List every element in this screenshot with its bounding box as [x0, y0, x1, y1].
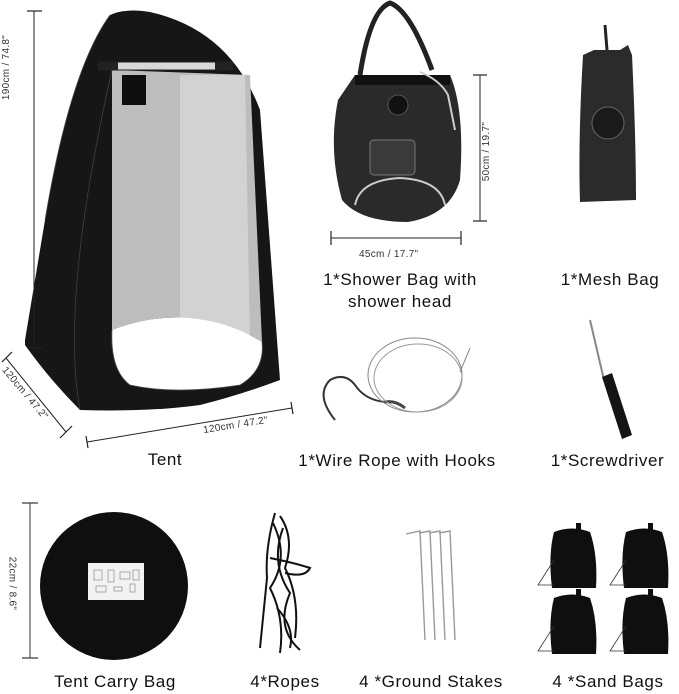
screwdriver-label: 1*Screwdriver: [550, 451, 665, 470]
tent-carry-bag-image: [40, 512, 188, 660]
mesh-bag-label: 1*Mesh Bag: [560, 270, 660, 289]
shower-bag-width-dim-line: [330, 231, 462, 245]
tent-carry-bag-dim-line: [22, 502, 38, 659]
tent-height-dimension: 190cm / 74.8": [1, 34, 13, 101]
wire-rope-image: [322, 337, 471, 421]
shower-bag-height-dim-line: [473, 74, 487, 222]
mesh-bag-image: [579, 24, 636, 202]
ropes-label: 4*Ropes: [250, 672, 320, 691]
screwdriver-image: [589, 319, 632, 439]
shower-bag-height-dimension: 50cm / 19.7": [481, 121, 493, 182]
shower-bag-label-line1: 1*Shower Bag with: [323, 270, 477, 289]
sand-bags-label: 4 *Sand Bags: [552, 672, 664, 691]
sand-bags-image: [537, 523, 669, 654]
shower-bag-width-dimension: 45cm / 17.7": [359, 249, 419, 260]
ropes-image: [259, 512, 312, 654]
tent-carry-bag-dimension: 22cm / 8.6": [6, 556, 18, 611]
ground-stakes-label: 4 *Ground Stakes: [359, 672, 503, 691]
shower-bag-label-line2: shower head: [348, 292, 452, 311]
shower-bag-image: [333, 0, 462, 222]
wire-rope-label: 1*Wire Rope with Hooks: [298, 451, 496, 470]
ground-stakes-image: [405, 530, 456, 641]
tent-carry-bag-label: Tent Carry Bag: [54, 672, 176, 691]
tent-image: [1, 10, 294, 449]
tent-label: Tent: [147, 450, 183, 469]
